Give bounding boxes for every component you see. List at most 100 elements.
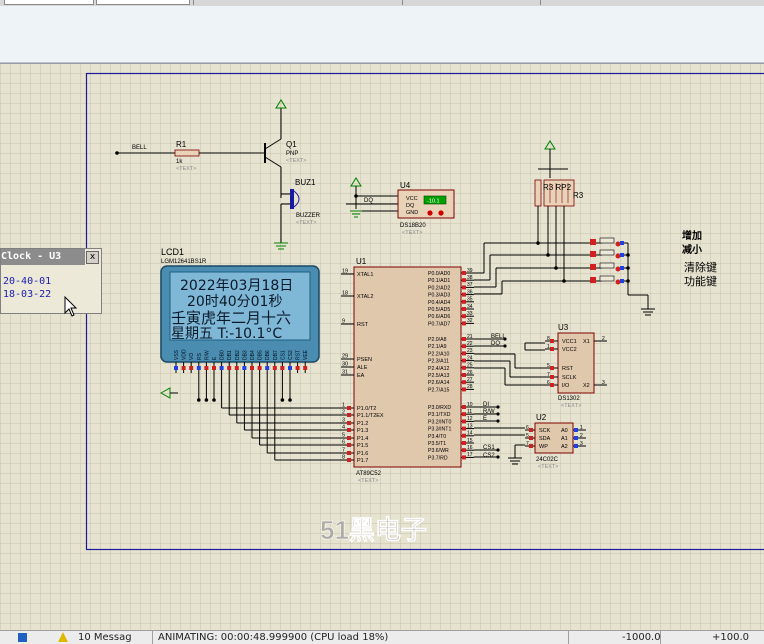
u3-pin-state (550, 347, 554, 351)
u1-pin-state (462, 307, 466, 311)
u1-left-pin-label: P1.0/T2 (357, 406, 376, 412)
u1-right-pin-num: 11 (467, 409, 472, 415)
toolbar-combo-2[interactable] (96, 0, 190, 5)
u1-pin-state (347, 451, 351, 455)
u3-pin-label: X1 (583, 339, 590, 345)
u1-right-pin-label: P2.4/A12 (428, 366, 449, 372)
buzzer-icon[interactable] (290, 189, 294, 209)
clock-popup-window[interactable]: Clock - U3 x 20-40-01 18-03-22 (0, 248, 102, 314)
lcd-pin-state (197, 366, 201, 370)
u1-right-pin-label: P3.1/TXD (428, 412, 451, 418)
u3-pin-label: VCC1 (562, 339, 577, 345)
clock-popup-title[interactable]: Clock - U3 (1, 249, 85, 265)
lcd-ctrl-junction (205, 398, 209, 402)
u3-pin-num: 1 (547, 344, 550, 350)
u1-pin-state (462, 337, 466, 341)
u1-net-cs2: CS2 (483, 453, 495, 459)
close-icon[interactable]: x (86, 251, 99, 264)
u1-right-pin-label: P0.4/AD4 (428, 300, 450, 306)
lcd-pin-label: CS1 (280, 350, 286, 360)
status-messages[interactable]: 10 Messag (78, 632, 132, 643)
u1-right-pin-num: 35 (467, 297, 473, 303)
lcd-pin-state (189, 366, 193, 370)
resistor-r3[interactable] (535, 180, 541, 206)
u1-left-pin-label: RST (357, 322, 369, 328)
status-coord-x: -1000.0 (622, 632, 661, 643)
u3-pin-label: VCC2 (562, 347, 577, 353)
lcd-pin-state (204, 366, 208, 370)
key-label-increase: 增加 (682, 229, 702, 242)
u1-pin-state (462, 441, 466, 445)
u1-right-pin-label: P3.0/RXD (428, 405, 451, 411)
r1-ref: R1 (176, 140, 187, 149)
u1-left-pin-label: PSEN (357, 357, 372, 363)
rp-ref: R3 RP2 (543, 183, 572, 192)
u1-right-pin-label: P0.2/AD2 (428, 285, 450, 291)
buzzer-ref: BUZ1 (295, 178, 316, 187)
lcd-pin-state (280, 366, 284, 370)
u1-left-pin-label: P1.4 (357, 436, 368, 442)
lcd-ctrl-junction (288, 398, 292, 402)
u1-right-pin-num: 16 (467, 445, 473, 451)
u1-right-pin-label: P2.2/A10 (428, 351, 449, 357)
status-divider (660, 631, 661, 644)
lcd-pin-label: VO (189, 353, 195, 360)
u2-pin-label: A0 (561, 428, 568, 434)
u1-left-pin-num: 6 (342, 440, 345, 446)
lcd-pin-label: VSS (174, 349, 180, 360)
u4-pin-vcc: VCC (406, 196, 418, 202)
resistor-r1[interactable] (175, 150, 199, 156)
schematic-canvas[interactable]: BELL R1 1k <TEXT> Q1 PNP <TEXT> BUZ1 BUZ… (0, 63, 764, 630)
u2-pin-num: 2 (580, 433, 583, 439)
u1-pin-state (462, 359, 466, 363)
u4-decrease-button[interactable] (427, 210, 432, 215)
lcd-ctrl-junction (281, 398, 285, 402)
lcd-ctrl-junction (212, 398, 216, 402)
warning-icon[interactable] (58, 632, 68, 642)
lcd-part: LGM12641BS1R (161, 259, 207, 265)
u1-pin-state (462, 344, 466, 348)
u3-pin-state (550, 339, 554, 343)
status-coord-y: +100.0 (712, 632, 749, 643)
u2-pin-state (529, 428, 533, 432)
u1-left-pin-num: 5 (342, 433, 345, 439)
toolbar-combo-1[interactable] (4, 0, 94, 5)
lcd-pin-label: RS (197, 352, 203, 360)
u1-left-pin-label: P1.1/T2EX (357, 413, 384, 419)
u1-right-pin-num: 32 (467, 318, 473, 324)
u1-right-pin-num: 28 (467, 384, 473, 390)
u1-right-pin-num: 36 (467, 289, 473, 295)
u2-text: <TEXT> (538, 464, 558, 470)
u2-pin-state (574, 444, 578, 448)
u1-right-pin-num: 39 (467, 268, 473, 274)
lcd-pin-state (182, 366, 186, 370)
u1-left-pin-label: P1.6 (357, 451, 368, 457)
mouse-cursor-icon (64, 296, 78, 322)
lcd-pin-state (174, 366, 178, 370)
q1-type: PNP (286, 151, 298, 157)
u3-pin-num: 7 (547, 372, 550, 378)
u4-dq-net: DQ (364, 198, 373, 204)
u2-part: 24C02C (536, 457, 559, 463)
status-divider (152, 631, 153, 644)
u1-pin-state (462, 412, 466, 416)
u1-right-pin-label: P3.6/WR (428, 448, 449, 454)
status-blue-square-icon[interactable] (18, 633, 27, 642)
buzzer-type: BUZZER (296, 213, 321, 219)
status-divider (568, 631, 569, 644)
u4-pin-dq: DQ (406, 203, 415, 209)
lcd-ref: LCD1 (161, 247, 184, 257)
u1-pin-state (462, 419, 466, 423)
u1-pin-state (347, 436, 351, 440)
u1-right-pin-label: P2.0/A8 (428, 337, 447, 343)
u1-pin-state (347, 406, 351, 410)
u2-pin-num: 6 (526, 425, 529, 431)
lcd-pin-state (235, 366, 239, 370)
lcd-pin-label: RST (296, 350, 302, 360)
u3-part: DS1302 (558, 396, 580, 402)
u2-pin-label: A2 (561, 444, 568, 450)
u1-text: <TEXT> (358, 478, 378, 484)
u1-left-pin-num: 30 (342, 362, 348, 368)
u2-pin-num: 3 (580, 441, 583, 447)
u4-increase-button[interactable] (438, 210, 443, 215)
